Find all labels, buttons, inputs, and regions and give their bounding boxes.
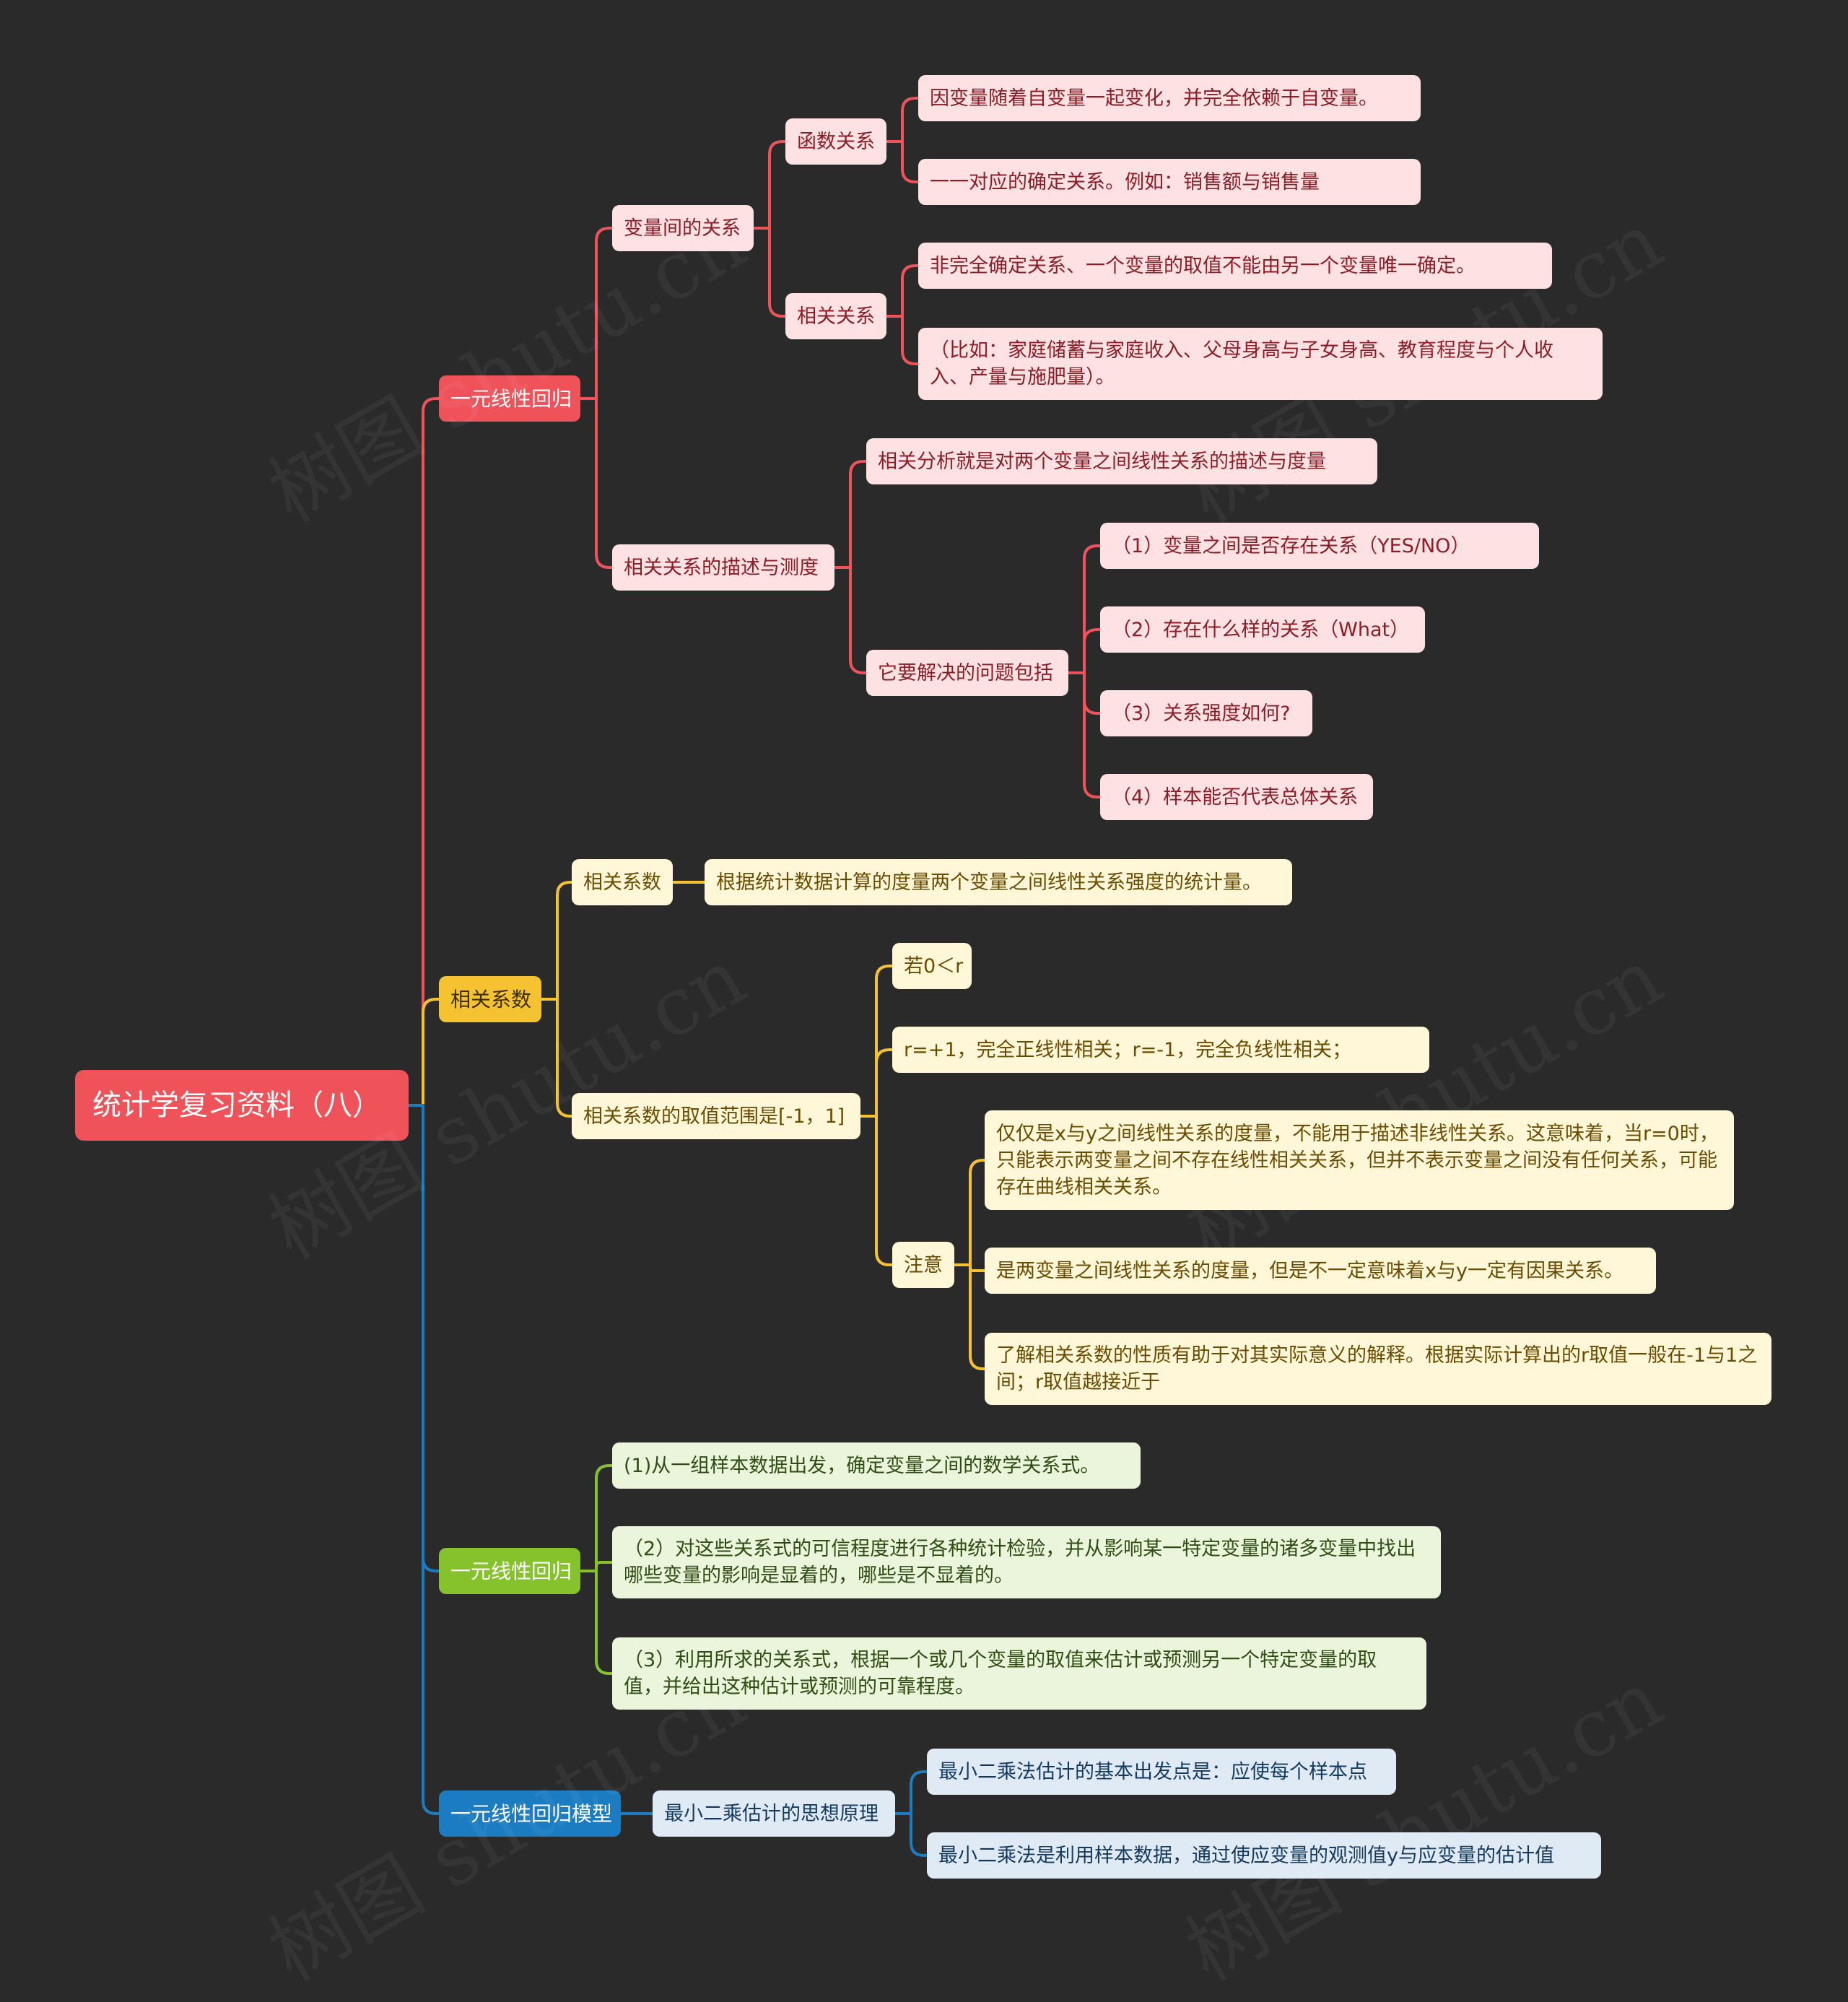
connector-g-2 — [579, 1561, 614, 1572]
leaf-problem-3[interactable]: （3）关系强度如何? — [1100, 690, 1312, 736]
leaf-functional-1[interactable]: 因变量随着自变量一起变化，并完全依赖于自变量。 — [918, 75, 1421, 121]
connector-r-func — [752, 140, 787, 230]
leaf-correlation-2[interactable]: （比如：家庭储蓄与家庭收入、父母身高与子女身高、教育程度与个人收入、产量与施肥量… — [918, 328, 1603, 400]
node-functional-relation[interactable]: 函数关系 — [785, 118, 886, 165]
leaf-least-squares-2[interactable]: 最小二乘法是利用样本数据，通过使应变量的观测值y与应变量的估计值 — [927, 1832, 1601, 1879]
leaf-if-zero-less-r[interactable]: 若0＜r — [892, 943, 972, 989]
connector-r-prob-2 — [1067, 628, 1102, 674]
connector-r-meas-def — [833, 460, 868, 569]
leaf-problem-4[interactable]: （4）样本能否代表总体关系 — [1100, 774, 1373, 820]
connector-g-1 — [579, 1464, 614, 1572]
connector-y-note-1 — [953, 1159, 986, 1266]
node-coefficient-definition[interactable]: 相关系数 — [572, 859, 673, 905]
connector-b-2 — [894, 1812, 928, 1857]
connector-y-note-3 — [953, 1263, 986, 1370]
leaf-coefficient-definition-text[interactable]: 根据统计数据计算的度量两个变量之间线性关系强度的统计量。 — [705, 859, 1292, 905]
connector-r-corr — [752, 227, 787, 318]
connector-y-def — [540, 881, 573, 1001]
connector-r-prob-1 — [1067, 544, 1102, 674]
branch-correlation-coefficient[interactable]: 相关系数 — [439, 976, 541, 1022]
leaf-correlation-analysis-definition[interactable]: 相关分析就是对两个变量之间线性关系的描述与度量 — [866, 438, 1377, 484]
connector-y-note — [859, 1115, 894, 1266]
connector-r-meas — [579, 397, 614, 569]
connector-lines — [407, 97, 1102, 1857]
leaf-least-squares-1[interactable]: 最小二乘法估计的基本出发点是：应使每个样本点 — [927, 1749, 1396, 1795]
leaf-note-2[interactable]: 是两变量之间线性关系的度量，但是不一定意味着x与y一定有因果关系。 — [985, 1248, 1656, 1294]
connector-b1 — [407, 1104, 440, 1815]
branch-linear-regression-1[interactable]: 一元线性回归 — [439, 375, 580, 422]
node-variable-relations[interactable]: 变量间的关系 — [612, 205, 754, 251]
connector-g-3 — [579, 1570, 614, 1675]
connector-y-range — [540, 998, 573, 1118]
branch-linear-regression-model[interactable]: 一元线性回归模型 — [439, 1790, 621, 1837]
branch-linear-regression-2[interactable]: 一元线性回归 — [439, 1548, 580, 1594]
node-correlation-measure[interactable]: 相关关系的描述与测度 — [612, 544, 834, 591]
connector-r-prob — [833, 566, 868, 674]
leaf-regression-step-2[interactable]: （2）对这些关系式的可信程度进行各种统计检验，并从影响某一特定变量的诸多变量中找… — [612, 1526, 1441, 1598]
leaf-regression-step-1[interactable]: (1)从一组样本数据出发，确定变量之间的数学关系式。 — [612, 1442, 1141, 1489]
leaf-regression-step-3[interactable]: （3）利用所求的关系式，根据一个或几个变量的取值来估计或预测另一个特定变量的取值… — [612, 1637, 1426, 1710]
connector-r-var — [579, 227, 614, 400]
leaf-correlation-1[interactable]: 非完全确定关系、一个变量的取值不能由另一个变量唯一确定。 — [918, 243, 1552, 289]
leaf-problem-2[interactable]: （2）存在什么样的关系（What） — [1100, 606, 1425, 653]
node-least-squares-principle[interactable]: 最小二乘估计的思想原理 — [653, 1790, 895, 1837]
connector-y-perfect — [859, 1048, 894, 1118]
node-problems-to-solve[interactable]: 它要解决的问题包括 — [866, 650, 1068, 696]
connector-b-1 — [894, 1770, 928, 1815]
connector-r-func-2 — [885, 140, 920, 183]
connector-r1 — [407, 397, 440, 1107]
connector-r-prob-4 — [1067, 671, 1102, 798]
leaf-note-3[interactable]: 了解相关系数的性质有助于对其实际意义的解释。根据实际计算出的r取值一般在-1与1… — [985, 1333, 1771, 1405]
node-correlation-relation[interactable]: 相关关系 — [785, 293, 886, 339]
node-note[interactable]: 注意 — [892, 1242, 954, 1288]
leaf-perfect-correlation[interactable]: r=+1，完全正线性相关；r=-1，完全负线性相关； — [892, 1027, 1429, 1073]
root-topic[interactable]: 统计学复习资料（八） — [75, 1070, 409, 1141]
connector-y-if — [859, 965, 894, 1118]
leaf-problem-1[interactable]: （1）变量之间是否存在关系（YES/NO） — [1100, 523, 1539, 569]
leaf-functional-2[interactable]: 一一对应的确定关系。例如：销售额与销售量 — [918, 159, 1421, 205]
node-coefficient-range[interactable]: 相关系数的取值范围是[-1，1] — [572, 1093, 860, 1139]
leaf-note-1[interactable]: 仅仅是x与y之间线性关系的度量，不能用于描述非线性关系。这意味着，当r=0时，只… — [985, 1110, 1734, 1210]
connector-r-corr-1 — [885, 264, 920, 318]
connector-r-func-1 — [885, 97, 920, 143]
connector-y1 — [407, 998, 440, 1107]
connector-r-corr-2 — [885, 315, 920, 365]
